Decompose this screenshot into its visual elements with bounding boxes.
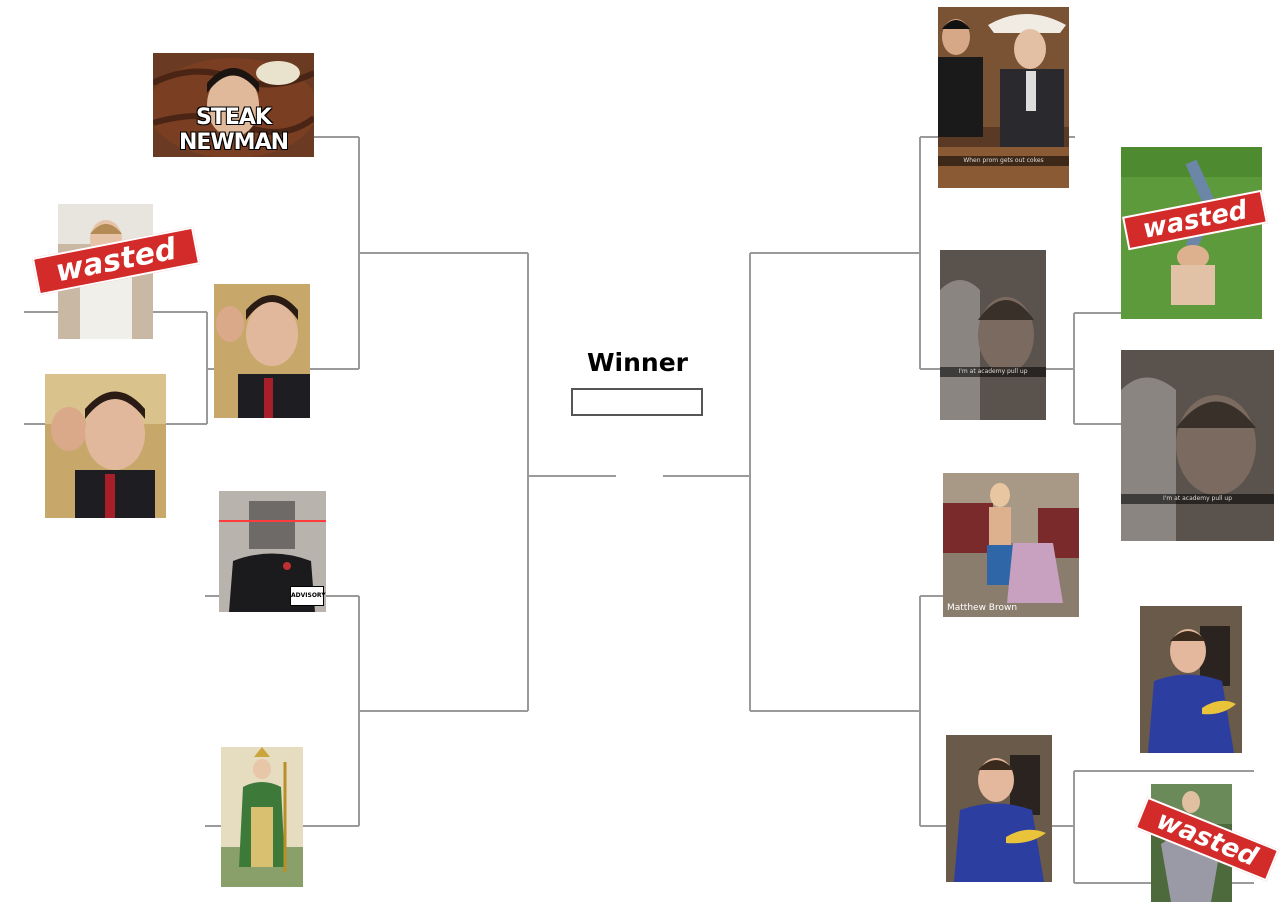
dark-selfie-image xyxy=(940,250,1046,420)
selfie-image xyxy=(45,374,166,518)
left-r1-bottom-a-photo[interactable]: ADVISORY xyxy=(219,491,326,612)
snapchat-caption: I'm at academy pull up xyxy=(1121,494,1274,504)
snapchat-caption: When prom gets out cokes xyxy=(938,156,1069,166)
right-r2-b-photo[interactable] xyxy=(1140,606,1242,753)
steak-face-image xyxy=(153,53,314,157)
prom-table-image xyxy=(938,7,1069,188)
saint-painting-image xyxy=(221,747,303,887)
left-r1-b-photo[interactable] xyxy=(45,374,166,518)
parental-advisory-label: ADVISORY xyxy=(290,586,326,606)
snapchat-caption: I'm at academy pull up xyxy=(940,367,1046,377)
kid-stroller-image xyxy=(943,473,1079,617)
right-r2-a-photo[interactable]: I'm at academy pull up xyxy=(1121,350,1274,541)
dark-selfie-image xyxy=(1121,350,1274,541)
left-r1-top-photo[interactable]: STEAK NEWMAN xyxy=(153,53,314,157)
album-cover-image xyxy=(219,491,326,612)
winner-slot[interactable] xyxy=(571,388,703,416)
right-r1-c-photo[interactable]: Matthew Brown xyxy=(943,473,1079,617)
right-r1-b-photo[interactable]: I'm at academy pull up xyxy=(940,250,1046,420)
winner-title: Winner xyxy=(586,348,689,377)
left-r1-bottom-b-photo[interactable] xyxy=(221,747,303,887)
banana-guy-image xyxy=(946,735,1052,882)
snapchat-name-tag: Matthew Brown xyxy=(947,603,1018,613)
left-r2-a-photo[interactable] xyxy=(214,284,310,418)
right-r1-top-photo[interactable]: When prom gets out cokes xyxy=(938,7,1069,188)
banana-guy-image xyxy=(1140,606,1242,753)
right-r1-d-photo[interactable] xyxy=(946,735,1052,882)
selfie-image xyxy=(214,284,310,418)
meme-caption: STEAK NEWMAN xyxy=(178,105,289,155)
